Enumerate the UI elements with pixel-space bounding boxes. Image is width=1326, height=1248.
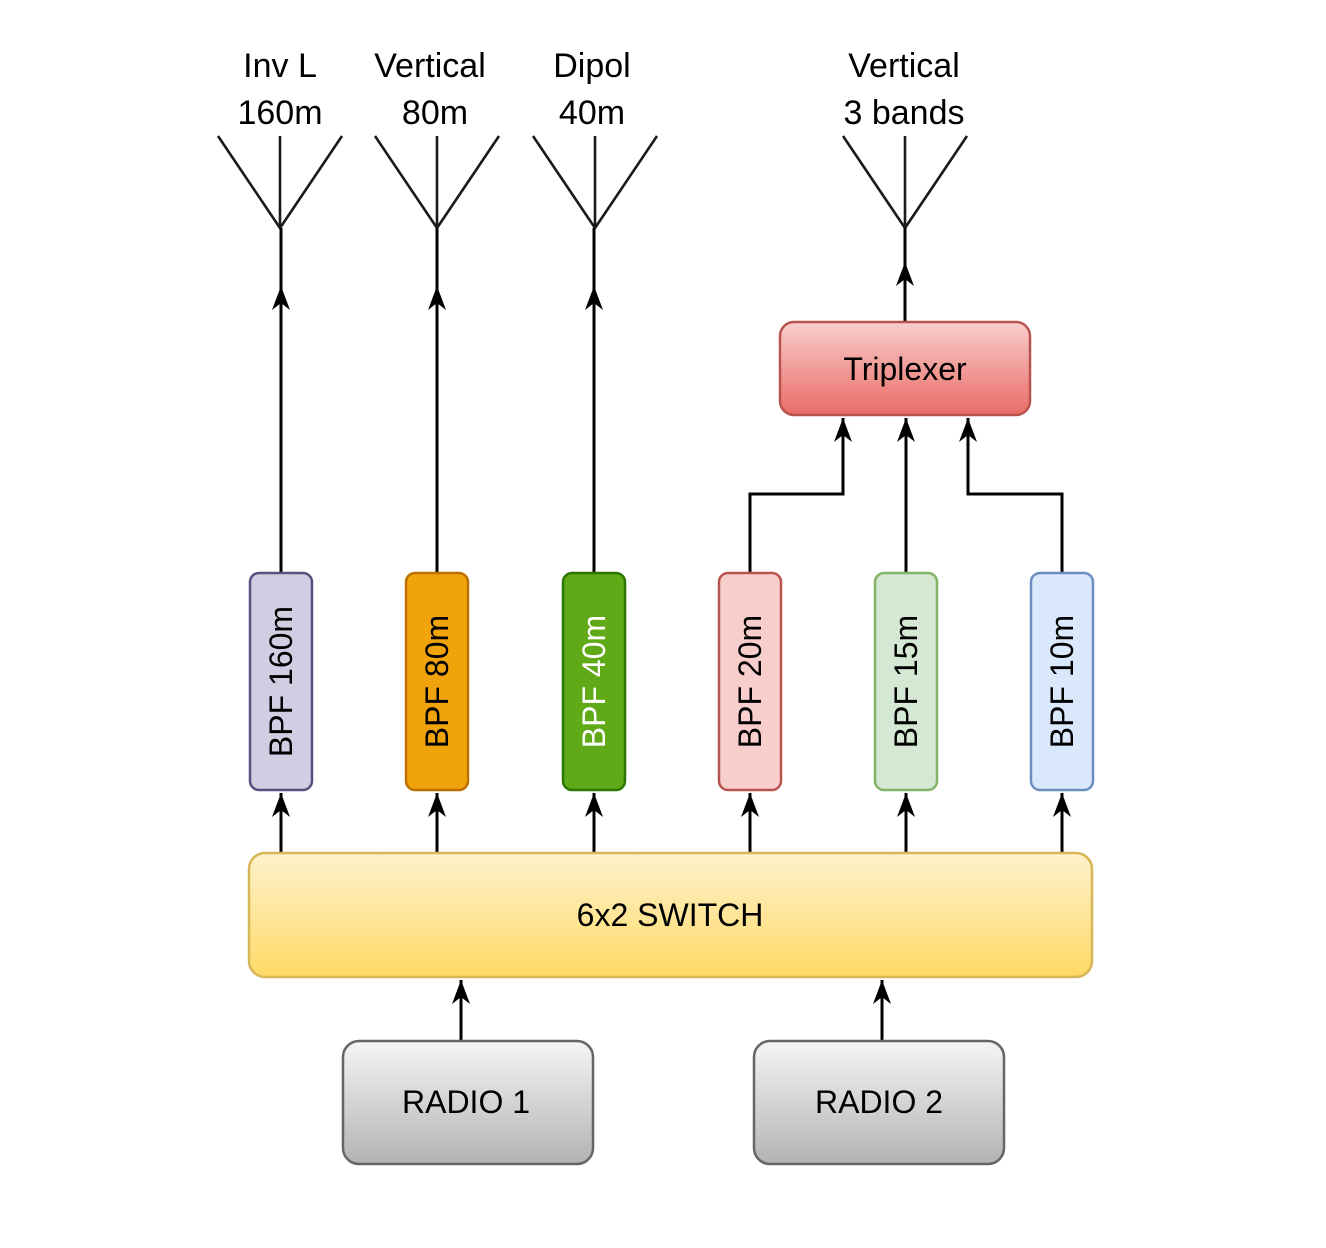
filter-20m-to-triplexer-wire	[748, 418, 845, 573]
filter-label: BPF 40m	[576, 615, 612, 748]
arrowhead-icon	[452, 980, 470, 1004]
switch-label: 6x2 SWITCH	[577, 897, 764, 933]
antenna-icon	[841, 135, 969, 231]
filter-bpf-160m[interactable]: BPF 160m	[248, 571, 314, 792]
filter-label: BPF 20m	[732, 615, 768, 748]
antenna-label-dipol: Dipol 40m	[553, 47, 630, 132]
antenna-name: Dipol	[553, 47, 630, 85]
antenna-label-inv-l: Inv L 160m	[237, 47, 322, 132]
arrowhead-icon	[959, 418, 977, 442]
antenna-band: 160m	[237, 94, 322, 132]
band-pass-filters: BPF 160m BPF 80m BPF 40m BPF 20m BPF 15m BPF …	[248, 571, 1095, 792]
arrowhead-icon	[897, 418, 915, 442]
arrowhead-icon	[428, 286, 446, 310]
arrowhead-icon	[428, 793, 446, 817]
arrowhead-icon	[1053, 793, 1071, 817]
arrowhead-icon	[585, 793, 603, 817]
filter-bpf-40m[interactable]: BPF 40m	[561, 571, 627, 792]
filter-bpf-10m[interactable]: BPF 10m	[1029, 571, 1095, 792]
filter-label: BPF 10m	[1044, 615, 1080, 748]
arrowhead-icon	[897, 793, 915, 817]
antenna-band: 3 bands	[844, 94, 965, 132]
filter-bpf-15m[interactable]: BPF 15m	[873, 571, 939, 792]
antenna-name: Vertical	[374, 47, 486, 85]
radio-1-block[interactable]: RADIO 1	[341, 1039, 595, 1166]
arrowhead-icon	[834, 418, 852, 442]
antenna-name: Inv L	[243, 47, 317, 85]
antenna-label-vertical-3-bands: Vertical 3 bands	[844, 47, 965, 132]
antenna-name: Vertical	[848, 47, 960, 85]
antenna-label-vertical-80m: Vertical 80m	[374, 47, 486, 132]
arrowhead-icon	[896, 262, 914, 286]
connections	[272, 228, 1071, 1041]
filter-bpf-80m[interactable]: BPF 80m	[404, 571, 470, 792]
filter-label: BPF 80m	[419, 615, 455, 748]
arrowhead-icon	[272, 793, 290, 817]
antenna-icon	[216, 135, 344, 231]
filter-label: BPF 160m	[263, 606, 299, 757]
filter-bpf-20m[interactable]: BPF 20m	[717, 571, 783, 792]
radio-2-label: RADIO 2	[815, 1084, 943, 1120]
triplexer-label: Triplexer	[843, 351, 967, 387]
antenna-band: 40m	[559, 94, 625, 132]
radio-2-block[interactable]: RADIO 2	[752, 1039, 1006, 1166]
arrowhead-icon	[741, 793, 759, 817]
antenna-icon	[531, 135, 659, 231]
arrowhead-icon	[585, 286, 603, 310]
triplexer-block[interactable]: Triplexer	[778, 320, 1032, 417]
arrowhead-icon	[873, 980, 891, 1004]
switch-block[interactable]: 6x2 SWITCH	[247, 851, 1094, 979]
antenna-band: 80m	[402, 94, 468, 132]
filter-10m-to-triplexer-wire	[966, 418, 1064, 573]
radio-1-label: RADIO 1	[402, 1084, 530, 1120]
filter-label: BPF 15m	[888, 615, 924, 748]
antenna-icon	[373, 135, 501, 231]
arrowhead-icon	[272, 286, 290, 310]
